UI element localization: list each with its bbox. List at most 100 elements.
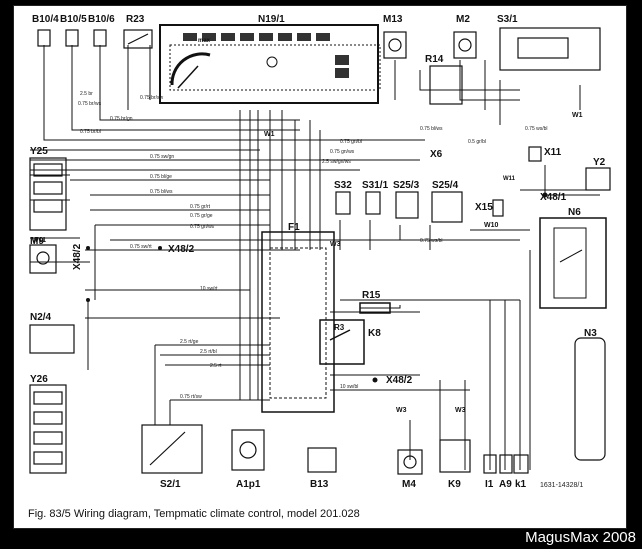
motor-m4 [397,449,423,475]
label-m2: M2 [456,14,470,25]
motor-m9-symbol [36,251,50,265]
connector-n3 [574,337,606,461]
label-s2-1: S2/1 [160,479,181,490]
motor-m13 [383,31,407,59]
figure-caption: Fig. 83/5 Wiring diagram, Tempmatic clim… [28,508,360,520]
compressor-a9 [499,454,513,474]
label-w1-top: W1 [572,112,583,119]
label-r23: R23 [126,14,145,25]
label-b10-6: B10/6 [88,14,115,25]
label-w3-k9: W3 [455,407,466,414]
motor-m9 [29,244,57,274]
sensor-b10-5 [65,29,79,47]
gauge-a1p1-dial [239,441,257,459]
label-x11: X11 [544,147,562,158]
sensor-n2-4 [29,324,75,354]
motor-m4-symbol [403,455,417,469]
wire-label: 0.75 ws/bl [420,238,443,244]
wire-label: 10 sw/bl [340,384,358,390]
label-n6: N6 [568,207,581,218]
label-s25-3: S25/3 [393,180,420,191]
sensor-b10-4 [37,29,51,47]
lamp-i1 [483,454,497,474]
wire-label: 0.75 bl/ws [420,126,443,132]
sensor-b13 [307,447,337,473]
watermark: MagusMax 2008 [525,529,636,546]
label-b13: B13 [310,479,329,490]
resistor-r14 [429,65,463,105]
label-y2: Y2 [593,157,606,168]
label-b10-5: B10/5 [60,14,87,25]
switch-s31-1 [365,191,381,215]
wire-label: 0.75 br/gn [110,116,133,122]
valve-y26-3 [33,431,63,445]
wire-label: 0.75 gn/ws [330,149,355,155]
label-a9: A9 [499,479,512,490]
sensor-b10-6 [93,29,107,47]
relay-k8-contact [329,329,351,341]
motor-m13-symbol [388,38,402,52]
wire-label: 2.5 br [80,91,93,97]
label-n19-1: N19/1 [258,14,285,25]
label-k9: K9 [448,479,461,490]
wire-label: 0.75 gr/ge [190,213,213,219]
label-w3-m4: W3 [396,407,407,414]
connector-x15 [492,199,504,217]
label-x48-2-vertical: X48/2 [72,243,83,270]
wire-label: 0.75 br/bl [80,129,101,135]
wire-label: 0.75 sw/gn [150,154,174,160]
motor-m2 [453,31,477,59]
temperature-dial [170,52,211,86]
control-unit-n19-1 [159,24,381,104]
label-r14: R14 [425,54,444,65]
label-w1-mid: W1 [264,131,275,138]
label-max: max [198,38,211,44]
wires [30,45,600,470]
label-s32: S32 [334,180,352,191]
wire-label: 0.75 bl/ws [150,189,173,195]
wire-label: 2.5 sw/gn/ws [322,159,351,165]
relay-k9 [439,439,471,473]
fuse-box-inner [269,247,327,399]
switch-s25-4 [431,191,463,223]
relay-k8 [319,319,365,365]
fuse-box-f1 [261,231,335,413]
label-w3-s32: W3 [330,241,341,248]
label-a1p1: A1p1 [236,479,261,490]
wire-label: 0.75 br/ws [78,101,102,107]
label-s25-4: S25/4 [432,180,459,191]
label-r3: R3 [334,323,345,332]
label-i1: I1 [485,479,494,490]
switch-s3-1-contacts [517,37,569,59]
resistor-r15 [359,302,391,314]
wire-label: 0.75 gr/rt [190,204,211,210]
wire-label: 0.5 gr/bl [468,139,486,145]
switch-s25-3 [395,191,419,219]
label-f1: F1 [288,222,300,233]
relay-k1 [513,454,529,474]
switch-s2-1 [141,424,203,474]
label-m9: M9 [30,236,44,247]
label-y26: Y26 [30,374,48,385]
label-s3-1: S3/1 [497,14,518,25]
label-k8: K8 [368,328,381,339]
dial-needle [177,65,199,89]
label-n2-4: N2/4 [30,312,52,323]
label-x48-2-mid: X48/2 [168,244,195,255]
wire-label: 0.75 gn/ws [190,224,215,230]
wire-label: 10 sw/rt [200,286,218,292]
potentiometer-r23 [123,29,153,49]
gauge-a1p1 [231,429,265,471]
wire-label: 0.75 gn/bl [340,139,362,145]
valve-y26-1 [33,391,63,405]
motor-m2-symbol [458,38,472,52]
valve-y26-2 [33,411,63,425]
part-number: 1631-14328/1 [540,482,583,489]
switch-s2-1-wiper [149,431,186,466]
valve-y25-3 [33,199,63,213]
display-segments [183,33,349,78]
junction-dots [86,192,548,383]
label-m13: M13 [383,14,403,25]
